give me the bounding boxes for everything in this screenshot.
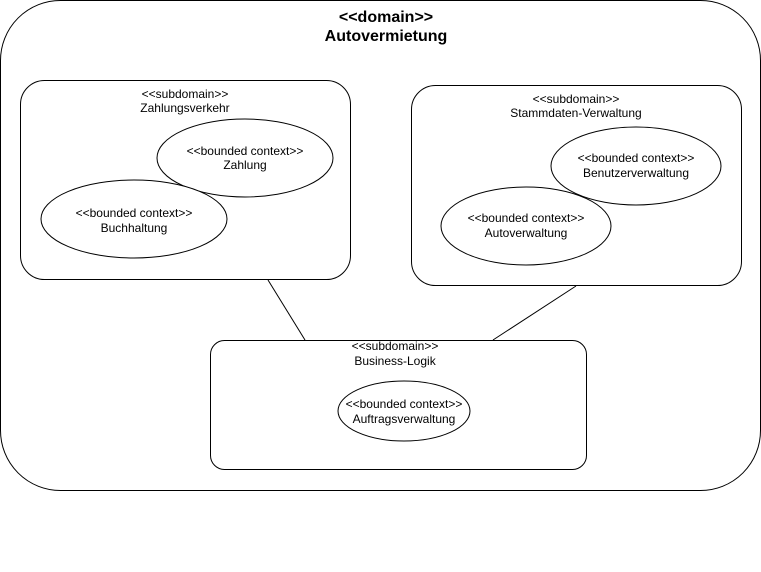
bounded-context-autoverwaltung: <<bounded context>> Autoverwaltung [440,186,612,266]
subdomain-name: Zahlungsverkehr [140,101,229,115]
subdomain-stereotype: <<subdomain>> [352,339,439,353]
bounded-context-name: Zahlung [223,158,266,172]
bounded-context-stereotype: <<bounded context>> [187,144,304,158]
bounded-context-name: Benutzerverwaltung [583,166,689,180]
subdomain-stammdaten-verwaltung: <<subdomain>> Stammdaten-Verwaltung <<bo… [411,85,742,286]
bounded-context-name: Auftragsverwaltung [353,412,456,426]
bounded-context-ellipse [440,186,612,266]
domain-stereotype: <<domain>> [339,9,433,26]
domain-title: Autovermietung [325,28,448,45]
connector-zahlungsverkehr-business-logik [267,279,306,341]
subdomain-zahlungsverkehr: <<subdomain>> Zahlungsverkehr <<bounded … [20,80,351,280]
bounded-context-name: Buchhaltung [101,221,168,235]
bounded-context-zahlung: <<bounded context>> Zahlung [156,118,334,198]
bounded-context-name: Autoverwaltung [485,226,568,240]
bounded-context-buchhaltung: <<bounded context>> Buchhaltung [40,179,228,259]
subdomain-stereotype: <<subdomain>> [533,92,620,106]
subdomain-stereotype: <<subdomain>> [142,87,229,101]
bounded-context-ellipse [40,179,228,259]
subdomain-business-logik: <<subdomain>> Business-Logik <<bounded c… [210,339,587,470]
bounded-context-stereotype: <<bounded context>> [346,397,463,411]
bounded-context-ellipse [156,118,334,198]
bounded-context-auftragsverwaltung: <<bounded context>> Auftragsverwaltung [337,380,471,442]
subdomain-name: Business-Logik [354,354,436,368]
connector-stammdaten-business-logik [492,285,577,341]
bounded-context-ellipse [550,126,722,206]
bounded-context-stereotype: <<bounded context>> [578,151,695,165]
subdomain-name: Stammdaten-Verwaltung [510,106,641,120]
bounded-context-stereotype: <<bounded context>> [76,206,193,220]
bounded-context-benutzerverwaltung: <<bounded context>> Benutzerverwaltung [550,126,722,206]
bounded-context-stereotype: <<bounded context>> [468,211,585,225]
bounded-context-ellipse [337,380,471,442]
